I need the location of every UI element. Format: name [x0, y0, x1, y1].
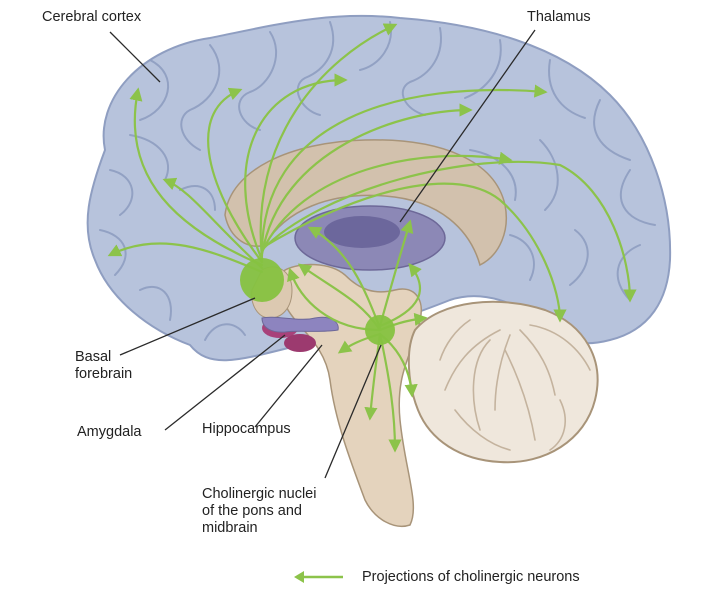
amygdala-label: Amygdala	[77, 424, 142, 440]
projection-arrows	[107, 23, 637, 453]
thalamus-label: Thalamus	[527, 9, 591, 25]
cerebellum-shape	[407, 300, 599, 464]
leader-lines	[109, 29, 536, 479]
pontine-nucleus	[365, 315, 395, 345]
cholinergic-nuclei-label-line-2: of the pons and	[202, 503, 302, 519]
green-arrow-icon	[294, 571, 343, 583]
cholinergic-nuclei-label-line-3: midbrain	[202, 520, 258, 536]
basal-forebrain-label: Basal forebrain	[75, 349, 132, 383]
basal-forebrain-label-line-1: Basal	[75, 349, 112, 365]
basal-forebrain-label-line-2: forebrain	[75, 366, 133, 382]
cerebral-cortex-label: Cerebral cortex	[42, 9, 142, 25]
hippocampus-shape	[261, 316, 339, 333]
legend-text: Projections of cholinergic neurons	[362, 569, 580, 585]
cholinergic-nuclei-label: Cholinergic nuclei of the pons and midbr…	[202, 486, 316, 537]
hippocampus-label: Hippocampus	[202, 421, 291, 437]
basal-forebrain-nucleus	[240, 258, 284, 302]
cholinergic-nuclei-label-line-1: Cholinergic nuclei	[202, 486, 317, 502]
